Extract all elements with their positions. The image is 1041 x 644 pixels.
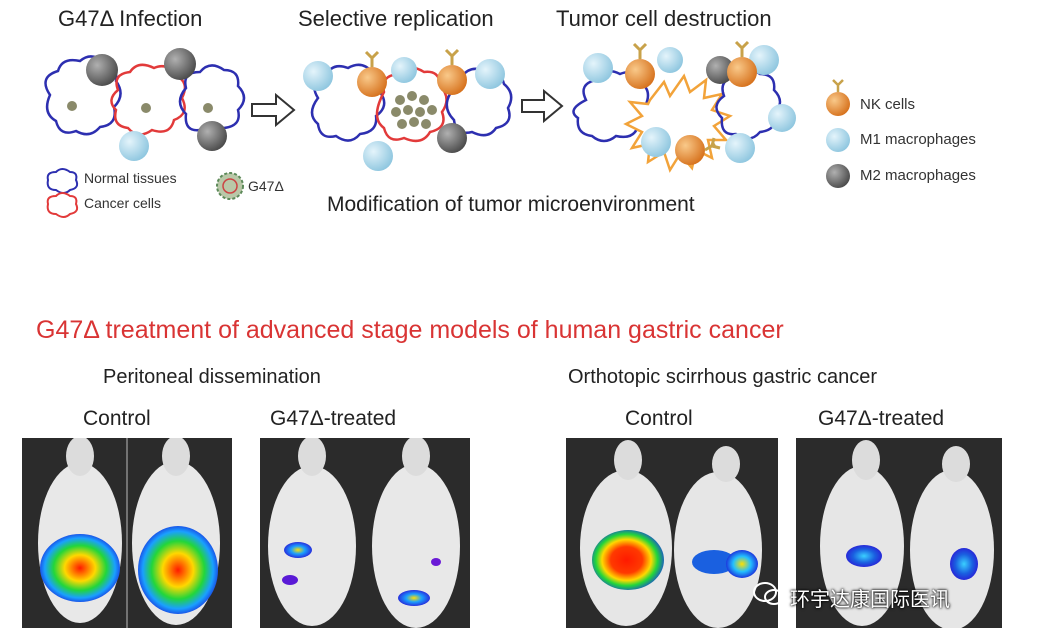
normal-tissue-outline <box>178 64 246 136</box>
stage-title-destruction: Tumor cell destruction <box>556 6 772 31</box>
virus-particle <box>203 103 213 113</box>
arrow-right-icon <box>521 88 564 124</box>
nk-cell <box>675 135 721 165</box>
legend-virus-label: G47Δ <box>248 178 284 194</box>
m2-macrophage <box>164 48 196 80</box>
nk-cell <box>357 50 387 97</box>
m2-macrophage <box>706 56 734 84</box>
m1-macrophage <box>641 127 671 157</box>
normal-tissue-outline <box>310 63 386 142</box>
m1-macrophage <box>749 45 779 75</box>
m1-macrophage <box>768 104 796 132</box>
m1-macrophage <box>657 47 683 73</box>
stage-title-infection: G47Δ Infection <box>58 6 203 31</box>
nk-cell <box>437 48 467 95</box>
legend-virus-icon <box>216 172 244 200</box>
legend-m1-icon <box>826 128 850 152</box>
m1-macrophage <box>725 133 755 163</box>
imaging-photo-peritoneal-control <box>22 438 232 628</box>
watermark-text: 环宇达康国际医讯 <box>790 589 950 611</box>
m1-macrophage <box>583 53 613 83</box>
m1-macrophage <box>475 59 505 89</box>
stage-destruction <box>572 40 796 173</box>
nk-cell <box>625 42 655 89</box>
legend-m1-label: M1 macrophages <box>860 131 976 148</box>
group-label-treated: G47Δ-treated <box>818 407 945 430</box>
stage-infection <box>44 48 246 161</box>
m2-macrophage <box>86 54 118 86</box>
legend-m2-icon <box>826 164 850 188</box>
replicating-virus-cluster <box>391 91 437 129</box>
section-title: G47Δ treatment of advanced stage models … <box>36 316 784 344</box>
stage-replication <box>303 48 513 171</box>
arrow-right-icon <box>251 92 296 128</box>
m2-macrophage <box>197 121 227 151</box>
group-label-treated: G47Δ-treated <box>270 407 397 430</box>
normal-tissue-outline <box>44 55 122 136</box>
virus-particle <box>141 103 151 113</box>
wechat-icon <box>752 580 786 608</box>
legend-nk-label: NK cells <box>860 96 916 113</box>
legend-cancer-label: Cancer cells <box>84 195 162 211</box>
legend-normal-swatch <box>46 168 79 194</box>
imaging-photo-orthotopic-treated <box>796 438 1002 628</box>
group-label-control: Control <box>83 407 151 430</box>
nk-cell <box>727 40 757 87</box>
group-label-control: Control <box>625 407 693 430</box>
panel-subtitle-peritoneal: Peritoneal dissemination <box>103 366 321 388</box>
virus-particle <box>67 101 77 111</box>
legend-m2-label: M2 macrophages <box>860 167 976 184</box>
m2-macrophage <box>437 123 467 153</box>
legend-normal-label: Normal tissues <box>84 170 177 186</box>
oncolytic-mechanism-diagram <box>44 40 850 218</box>
diagram-caption: Modification of tumor microenvironment <box>327 193 695 216</box>
m1-macrophage <box>391 57 417 83</box>
legend-cancer-swatch <box>46 192 79 218</box>
m1-macrophage <box>363 141 393 171</box>
stage-title-replication: Selective replication <box>298 6 494 31</box>
panel-subtitle-orthotopic: Orthotopic scirrhous gastric cancer <box>568 366 878 388</box>
m1-macrophage <box>303 61 333 91</box>
m1-macrophage <box>119 131 149 161</box>
imaging-photo-orthotopic-control <box>566 438 778 628</box>
imaging-photo-peritoneal-treated <box>260 438 470 628</box>
legend-nk-icon <box>826 79 850 116</box>
